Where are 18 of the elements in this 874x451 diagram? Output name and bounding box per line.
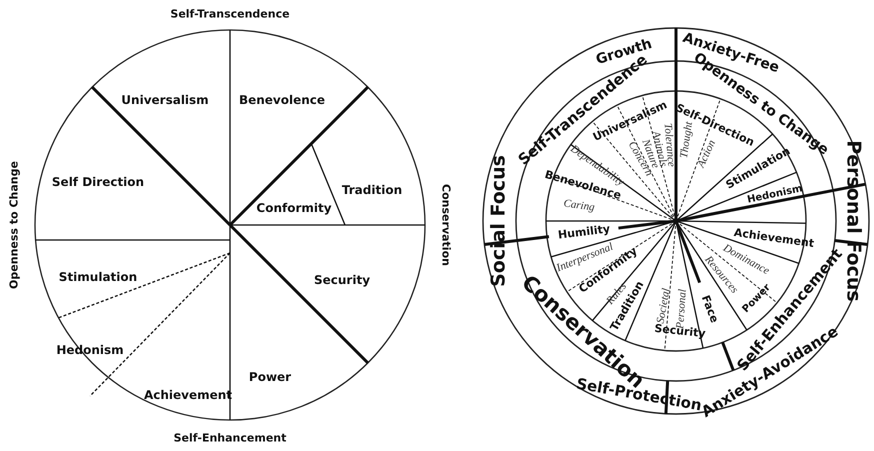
value-label: Stimulation [58,271,138,283]
value-label: Tradition [342,184,402,196]
value-label: Hedonism [746,184,803,206]
axis-title: Openness to Change [8,161,20,289]
value-label: Universalism [121,94,209,106]
value-label: Power [248,371,292,383]
value-label: Conformity [256,202,332,214]
value-label: Face [699,294,720,324]
sub-value-label: Caring [563,198,596,214]
value-label: Self Direction [52,176,144,188]
axis-title: Conservation [440,184,452,266]
axis-title: Self-Transcendence [170,8,290,20]
value-label: Security [314,274,370,286]
axis-title: Self-Enhancement [174,432,286,444]
ring-label: Social Focus [490,155,508,287]
sub-value-label: Societal [656,288,672,325]
value-label: Humility [557,224,610,241]
value-label: Benevolence [238,94,326,106]
